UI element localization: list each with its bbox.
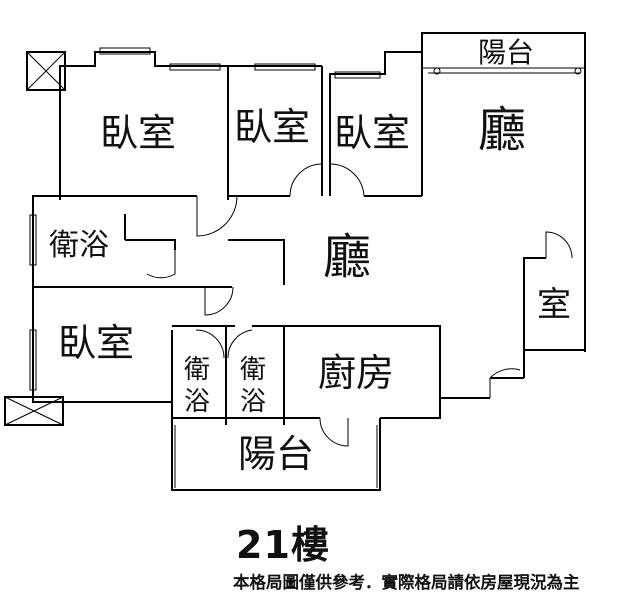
room-label-bath-small-1-bottom: 浴 <box>184 387 210 417</box>
disclaimer-text: 本格局圖僅供參考．實際格局請依房屋現況為主 <box>233 573 580 592</box>
room-label-living-center: 廳 <box>323 229 371 285</box>
room-label-bath-west: 衛浴 <box>49 228 109 263</box>
room-label-bedroom-nw: 臥室 <box>100 111 176 155</box>
windows <box>29 47 381 391</box>
room-label-living-ne: 廳 <box>478 102 526 158</box>
walls <box>32 32 586 491</box>
doors <box>146 163 573 447</box>
room-label-balcony-south: 陽台 <box>238 432 314 476</box>
room-label-bath-small-2-top: 衛 <box>240 355 266 385</box>
room-label-bedroom-sw: 臥室 <box>58 321 134 365</box>
room-label-kitchen: 廚房 <box>318 351 394 395</box>
room-label-bedroom-north-2: 臥室 <box>334 111 410 155</box>
floor-label: 21樓 <box>236 523 330 567</box>
room-label-bath-small-2-bottom: 浴 <box>240 387 266 417</box>
room-label-room-east: 室 <box>537 285 571 325</box>
room-label-bedroom-north-1: 臥室 <box>234 105 310 149</box>
ac-unit-icon <box>26 51 66 91</box>
room-label-bath-small-1-top: 衛 <box>184 355 210 385</box>
room-label-balcony-north: 陽台 <box>478 36 534 69</box>
